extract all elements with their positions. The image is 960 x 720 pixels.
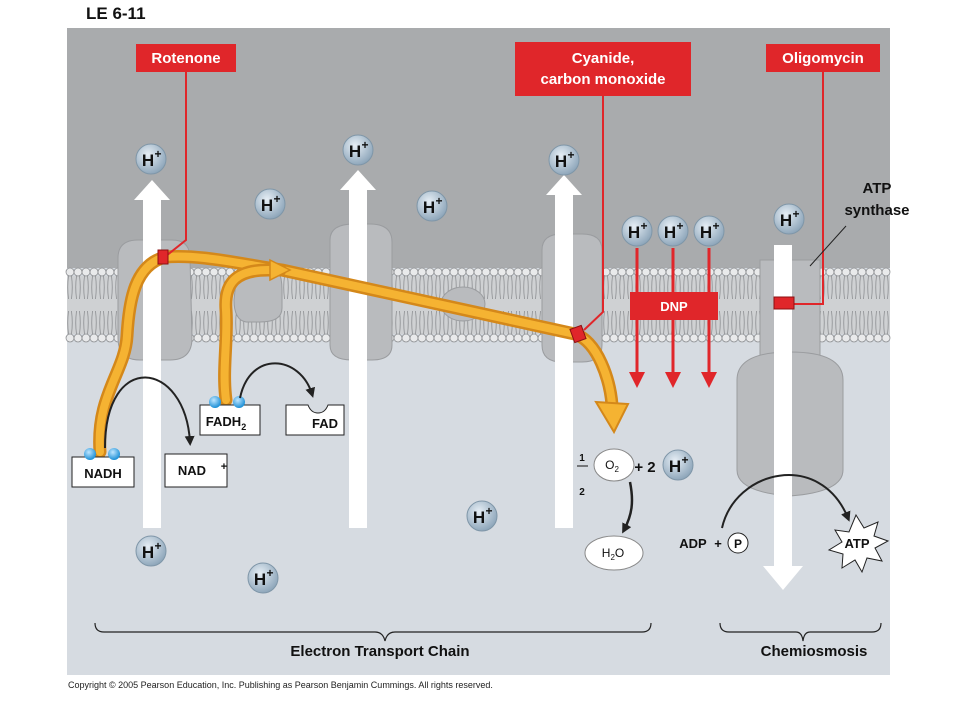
phosphate-label: P xyxy=(734,537,742,551)
half-numerator: 1 xyxy=(579,453,585,464)
electron-path-arrowhead-mid xyxy=(269,258,292,282)
copyright-notice: Copyright © 2005 Pearson Education, Inc.… xyxy=(68,680,493,690)
figure-title: LE 6-11 xyxy=(86,4,146,23)
oxygen-bubble xyxy=(593,448,635,482)
plus-two: + 2 xyxy=(634,459,655,476)
cyanide-label-line2: carbon monoxide xyxy=(540,71,665,88)
rotenone-label-box xyxy=(136,44,236,72)
proton-charge: + xyxy=(712,219,719,233)
fadh2-box xyxy=(199,404,261,436)
proton-h-plus: H+ xyxy=(247,562,279,594)
atp-synthase-proton-arrow xyxy=(763,245,803,590)
proton-charge: + xyxy=(640,219,647,233)
chemiosmosis-brace xyxy=(719,622,882,642)
chemiosmosis-section-label: Chemiosmosis xyxy=(761,643,868,660)
electron-path-arrowhead xyxy=(594,400,630,435)
atp-synthesis-arrow xyxy=(721,474,851,529)
nad-label: NAD xyxy=(178,463,206,478)
oligomycin-block xyxy=(773,296,795,310)
proton-charge: + xyxy=(266,566,273,580)
atp-starburst xyxy=(827,513,890,574)
proton-label: H xyxy=(473,508,485,527)
phosphate-circle xyxy=(727,532,749,554)
proton-label: H xyxy=(261,196,273,215)
proton-label: H xyxy=(669,457,681,476)
proton-h-plus: H+ xyxy=(621,215,653,247)
proton-pump-arrow-3 xyxy=(546,175,582,528)
fadh2-label: FADH2 xyxy=(206,414,246,432)
nadh-box xyxy=(71,456,135,488)
fad-box xyxy=(285,404,345,436)
proton-h-plus: H+ xyxy=(416,190,448,222)
oxygen-reduction-arrow xyxy=(622,481,634,534)
electron-ball xyxy=(108,448,120,460)
water-bubble xyxy=(584,535,644,571)
cyanide-label-line1: Cyanide, xyxy=(572,50,635,67)
electron-ball xyxy=(233,396,245,408)
dnp-label-box xyxy=(630,292,718,320)
proton-label: H xyxy=(423,198,435,217)
proton-label: H xyxy=(700,223,712,242)
proton-label: H xyxy=(555,152,567,171)
proton-charge: + xyxy=(792,207,799,221)
proton-charge: + xyxy=(485,504,492,518)
adp-plus: + xyxy=(714,536,722,551)
fad-label: FAD xyxy=(312,416,338,431)
atp-label: ATP xyxy=(844,536,869,551)
proton-charge: + xyxy=(273,192,280,206)
proton-charge: + xyxy=(435,194,442,208)
proton-h-plus: H+ xyxy=(254,188,286,220)
proton-h-plus: H+ xyxy=(342,134,374,166)
proton-h-plus: H+ xyxy=(135,143,167,175)
half-denominator: 2 xyxy=(579,487,585,498)
proton-label: H xyxy=(628,223,640,242)
proton-label: H xyxy=(664,223,676,242)
proton-label: H xyxy=(254,570,266,589)
fadh2-oxidation-arrow xyxy=(239,362,316,399)
inhibitor-markers xyxy=(157,72,824,344)
proton-h-plus: H+ xyxy=(466,500,498,532)
atp-synthase-label-line1: ATP xyxy=(863,180,892,197)
proton-label: H xyxy=(349,142,361,161)
nadh-label: NADH xyxy=(84,466,122,481)
oxygen-label: O2 xyxy=(605,458,619,474)
oligomycin-label: Oligomycin xyxy=(782,50,864,67)
proton-charge: + xyxy=(154,147,161,161)
proton-charge: + xyxy=(676,219,683,233)
cyanide-label-box xyxy=(515,42,691,96)
proton-charge: + xyxy=(567,148,574,162)
proton-label: H xyxy=(142,151,154,170)
etc-section-label: Electron Transport Chain xyxy=(290,643,469,660)
proton-label: H xyxy=(780,211,792,230)
proton-h-plus: H+ xyxy=(657,215,689,247)
proton-label: H xyxy=(142,543,154,562)
etc-brace xyxy=(94,622,652,642)
nadh-oxidation-arrow xyxy=(104,376,195,449)
proton-charge: + xyxy=(361,138,368,152)
rotenone-block xyxy=(157,249,169,265)
proton-h-plus: H+ xyxy=(693,215,725,247)
proton-h-plus: H+ xyxy=(135,535,167,567)
oligomycin-label-box xyxy=(766,44,880,72)
water-label: H2O xyxy=(602,546,624,562)
proton-charge: + xyxy=(154,539,161,553)
proton-h-plus: H+ xyxy=(773,203,805,235)
proton-charge: + xyxy=(681,453,688,467)
cyanide-block xyxy=(569,324,587,344)
atp-synthase-label-line2: synthase xyxy=(844,202,909,219)
proton-flow-arrows xyxy=(134,170,803,590)
adp-label: ADP xyxy=(679,536,707,551)
proton-h-plus: H+ xyxy=(548,144,580,176)
protons: H+H+H+H+H+H+H+H+H+H+H+H+H+ xyxy=(135,134,805,594)
proton-h-plus: H+ xyxy=(662,449,694,481)
atp-synthase-leader xyxy=(809,225,847,267)
electron-ball xyxy=(84,448,96,460)
proton-pump-arrow-2 xyxy=(340,170,376,528)
nad-box xyxy=(164,453,228,488)
rotenone-label: Rotenone xyxy=(151,50,220,67)
electron-ball xyxy=(209,396,221,408)
dnp-label: DNP xyxy=(660,299,688,314)
nad-charge: + xyxy=(221,461,227,473)
